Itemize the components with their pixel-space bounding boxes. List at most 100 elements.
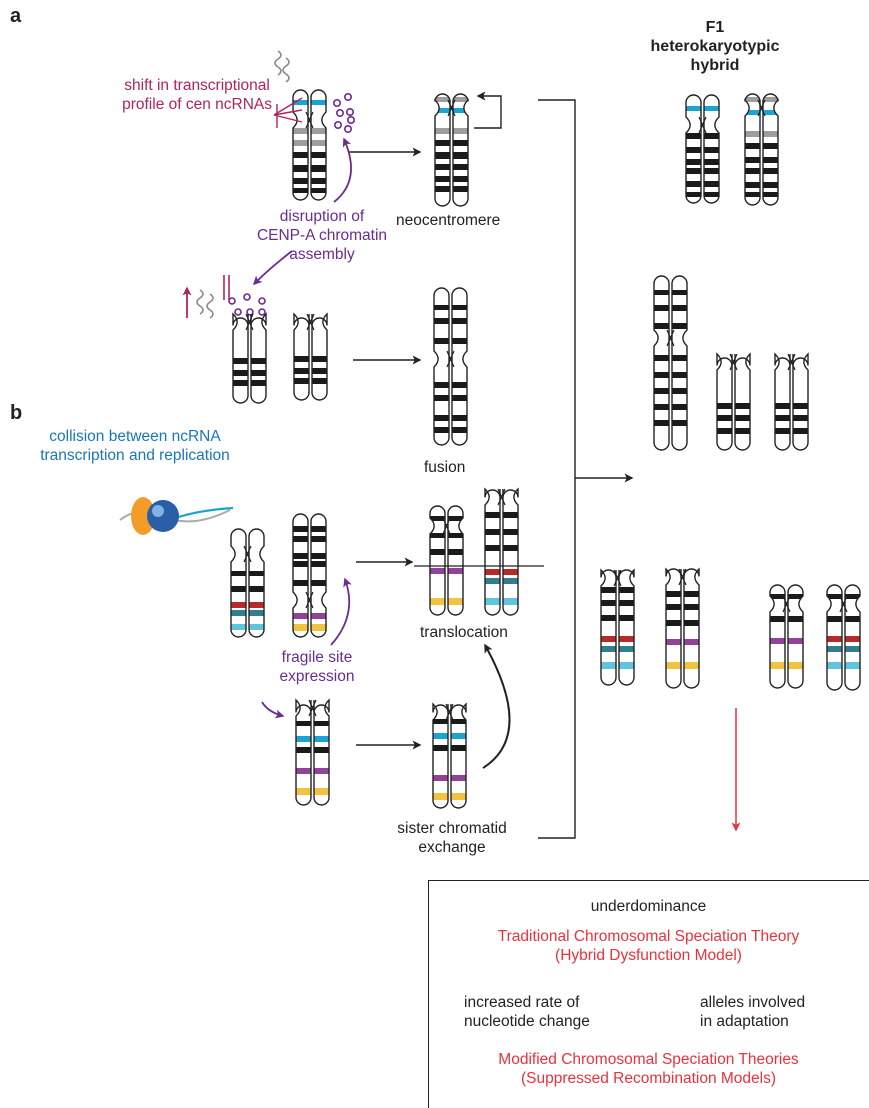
chromosome-band	[311, 178, 326, 184]
centromere	[839, 595, 848, 613]
chromosome-band	[433, 733, 448, 739]
chromatid-body	[793, 354, 808, 451]
chromosome-band	[435, 186, 450, 192]
chromosome-band	[745, 192, 760, 197]
chromosome-band	[654, 323, 669, 329]
f1-chrom-b-1	[600, 568, 635, 686]
chromosome-band	[294, 356, 309, 362]
transcription-shift-icon	[273, 97, 303, 128]
chromatid-body	[485, 489, 500, 616]
chromosome-band	[666, 604, 681, 610]
chromosome-band	[296, 768, 311, 774]
chromosome-band	[717, 403, 733, 409]
chromosome-band	[485, 578, 500, 584]
rna-strand-icon	[174, 506, 234, 520]
chromosome-band	[434, 415, 449, 421]
chromosome-band	[654, 355, 669, 361]
chromosome-band	[686, 181, 701, 187]
chromosome-band	[485, 569, 500, 575]
chromosome-band	[745, 143, 760, 149]
chromosome-band	[430, 533, 445, 538]
chromosome-band	[827, 594, 842, 599]
chromatid-body	[770, 585, 786, 688]
chromatid-outline	[665, 567, 682, 689]
chromosome-band	[314, 788, 329, 795]
neocentromere-label: neocentromere	[396, 212, 501, 229]
chromosome-band	[686, 159, 701, 165]
chromosome-band	[251, 370, 266, 376]
chromatid-outline	[769, 584, 786, 689]
chromosome-band	[435, 164, 450, 170]
chromosome-band	[434, 427, 449, 433]
chromosome-band	[704, 147, 719, 153]
chromosome-band	[735, 428, 751, 434]
centromere	[442, 517, 451, 535]
chromosome-fused	[433, 287, 468, 446]
chromosome-band	[619, 600, 634, 606]
chromosome-band	[619, 636, 634, 642]
chromosome-band	[311, 128, 326, 134]
chromosome-band	[704, 168, 719, 174]
underdominance-label: underdominance	[590, 898, 707, 915]
chromosome-band	[435, 140, 450, 146]
centromere	[787, 353, 796, 371]
chromosome-acro-2	[293, 312, 328, 401]
chromosome-band	[827, 616, 842, 622]
cenp-a-dot-icon	[258, 308, 266, 316]
ncrna-squiggle-icon	[274, 50, 290, 83]
chromosome-band	[430, 516, 445, 521]
chromatid-outline	[600, 568, 617, 686]
chromosome-band	[684, 591, 699, 597]
chromosome-band	[745, 182, 760, 188]
chromosome-band	[435, 176, 450, 182]
chromatid-outline	[826, 584, 843, 691]
chromosome-band	[788, 616, 804, 622]
chromatid-body	[788, 585, 804, 688]
chromosome-band	[434, 382, 449, 388]
chromosome-band	[451, 775, 466, 781]
chromosome-band	[654, 290, 669, 295]
chromosome-band	[845, 646, 861, 652]
chromosome-band	[434, 305, 449, 310]
chromatid-body	[433, 704, 448, 808]
chromosome-band	[845, 662, 861, 669]
chromosome-band	[654, 305, 669, 311]
traditional-theory-label: Traditional Chromosomal Speciation Theor…	[497, 928, 800, 964]
chromosome-band	[451, 733, 466, 739]
chromosome-band	[763, 131, 778, 137]
chromosome-band	[775, 403, 790, 409]
chromosome-sce-left	[295, 698, 330, 806]
chromosome-band	[793, 415, 808, 421]
chromosome-band	[845, 636, 861, 642]
chromosome-band	[452, 318, 467, 324]
chromosome-band	[311, 100, 326, 105]
chromosome-band	[433, 775, 448, 781]
chromosome-band	[311, 140, 326, 146]
chromosome-band	[485, 512, 500, 518]
chromosome-band	[735, 415, 751, 421]
chromosome-band	[717, 428, 733, 434]
chromosome-band	[672, 388, 687, 394]
chromosome-band	[601, 615, 616, 621]
chromosome-band	[293, 553, 308, 559]
chromatid-outline	[292, 89, 309, 201]
centromere	[497, 488, 506, 506]
chromosome-band	[311, 152, 326, 158]
chromosome-band	[485, 545, 500, 551]
chromosome-band	[745, 168, 760, 174]
chromosome-band	[312, 368, 327, 374]
chromosome-band	[293, 152, 308, 158]
translocation-label: translocation	[420, 624, 508, 641]
adaptation-alleles-label: alleles involved in adaptation	[700, 994, 806, 1030]
chromosome-band	[293, 140, 308, 146]
chromatid-body	[451, 704, 466, 808]
chromosome-band	[793, 403, 808, 409]
cenp-a-dot-icon	[335, 109, 344, 118]
chromosome-band	[293, 526, 308, 532]
chromosome-band	[233, 380, 248, 386]
chromatid-outline	[685, 94, 702, 204]
chromosome-band	[672, 305, 687, 311]
chromosome-band	[503, 598, 518, 605]
centromere	[306, 313, 315, 331]
cenp-a-dot-icon	[234, 308, 242, 316]
